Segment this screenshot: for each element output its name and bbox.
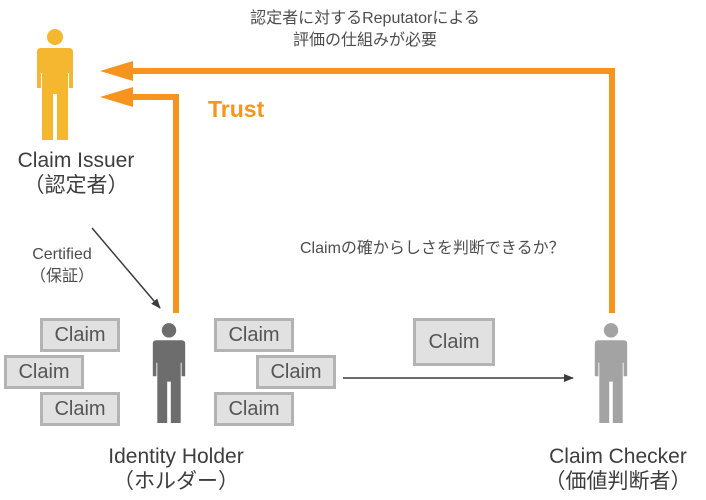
reputator-note-line2: 評価の仕組みが必要 [292, 32, 437, 49]
claim-card: Claim [40, 392, 120, 426]
certified-note-line2: （保証） [29, 268, 94, 285]
certified-arrow [91, 227, 161, 309]
trust-arrow-checker-to-issuer [130, 68, 615, 313]
issuer-label: Claim Issuer （認定者） [0, 148, 152, 198]
holder-label: Identity Holder （ホルダー） [86, 444, 266, 494]
reputator-note-line1: 認定者に対するReputatorによる [250, 10, 480, 27]
checker-role: （価値判断者） [544, 470, 692, 493]
issuer-person-icon [37, 29, 73, 140]
checker-label: Claim Checker （価値判断者） [530, 444, 706, 494]
claim-card: Claim [256, 355, 336, 389]
holder-name: Identity Holder [108, 445, 244, 468]
trust-arrow-holder-to-issuer [130, 94, 179, 313]
trust-arrowhead-bottom [100, 87, 133, 107]
certified-note: Certified （保証） [14, 244, 110, 288]
issuer-role: （認定者） [23, 174, 129, 197]
claim-card: Claim [214, 318, 294, 352]
claim-card: Claim [40, 318, 120, 352]
issuer-name: Claim Issuer [17, 149, 135, 172]
reputator-note: 認定者に対するReputatorによる 評価の仕組みが必要 [230, 8, 500, 52]
holder-person-icon [152, 323, 186, 424]
checker-name: Claim Checker [549, 445, 687, 468]
claim-card: Claim [4, 355, 84, 389]
transit-claim-card: Claim [413, 318, 495, 366]
checker-person-icon [594, 323, 628, 424]
holder-role: （ホルダー） [113, 470, 239, 493]
trust-arrowhead-top [100, 61, 133, 81]
certified-note-line1: Certified [32, 246, 92, 263]
claim-card: Claim [214, 392, 294, 426]
question-note: Claimの確からしさを判断できるか？ [300, 240, 565, 257]
trust-label: Trust [208, 96, 265, 122]
